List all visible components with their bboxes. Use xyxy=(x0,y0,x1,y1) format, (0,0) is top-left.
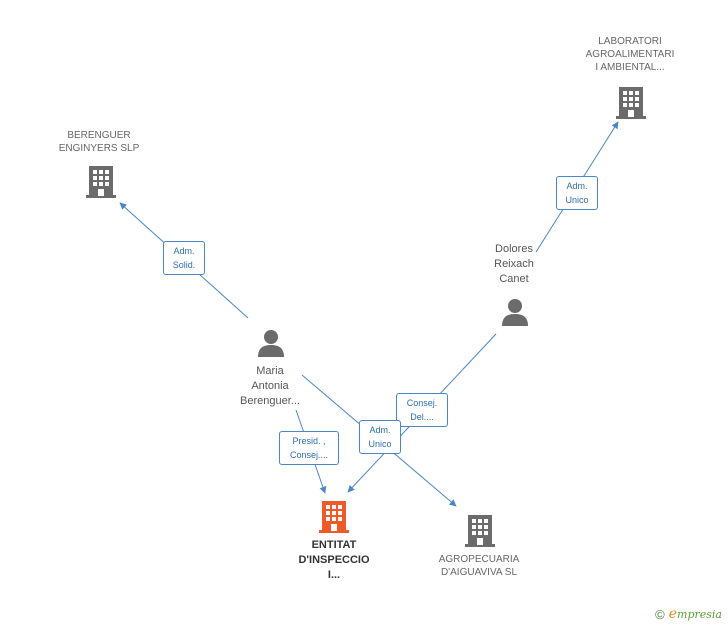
node-label-entitat[interactable]: ENTITAT D'INSPECCIO I... xyxy=(298,539,370,581)
empresia-logo[interactable]: empresia xyxy=(668,606,722,622)
node-label-dolores[interactable]: Dolores Reixach Canet xyxy=(494,243,534,285)
footer-brand: © empresia xyxy=(655,606,722,622)
edge-label-maria-entitat[interactable]: Presid. , Consej.... xyxy=(279,431,339,465)
edge-label-dolores-entitat[interactable]: Consej. Del.... xyxy=(396,393,448,427)
node-label-laboratori[interactable]: LABORATORI AGROALIMENTARI I AMBIENTAL... xyxy=(585,36,675,73)
edge-label-dolores-laboratori[interactable]: Adm. Unico xyxy=(556,176,598,210)
building-focus-icon[interactable] xyxy=(318,499,350,533)
edge-label-maria-agropecuaria[interactable]: Adm. Unico xyxy=(359,420,401,454)
edge-label-maria-berenguer[interactable]: Adm. Solid. xyxy=(163,241,205,275)
building-icon[interactable] xyxy=(85,164,117,198)
person-icon[interactable] xyxy=(256,328,286,358)
node-label-maria[interactable]: Maria Antonia Berenguer... xyxy=(240,365,300,407)
node-label-berenguer-enginyers[interactable]: BERENGUER ENGINYERS SLP xyxy=(58,130,140,154)
node-label-agropecuaria[interactable]: AGROPECUARIA D'AIGUAVIVA SL xyxy=(438,554,520,578)
copyright-symbol: © xyxy=(655,606,665,622)
person-icon[interactable] xyxy=(500,297,530,327)
building-icon[interactable] xyxy=(464,513,496,547)
building-icon[interactable] xyxy=(615,85,647,119)
